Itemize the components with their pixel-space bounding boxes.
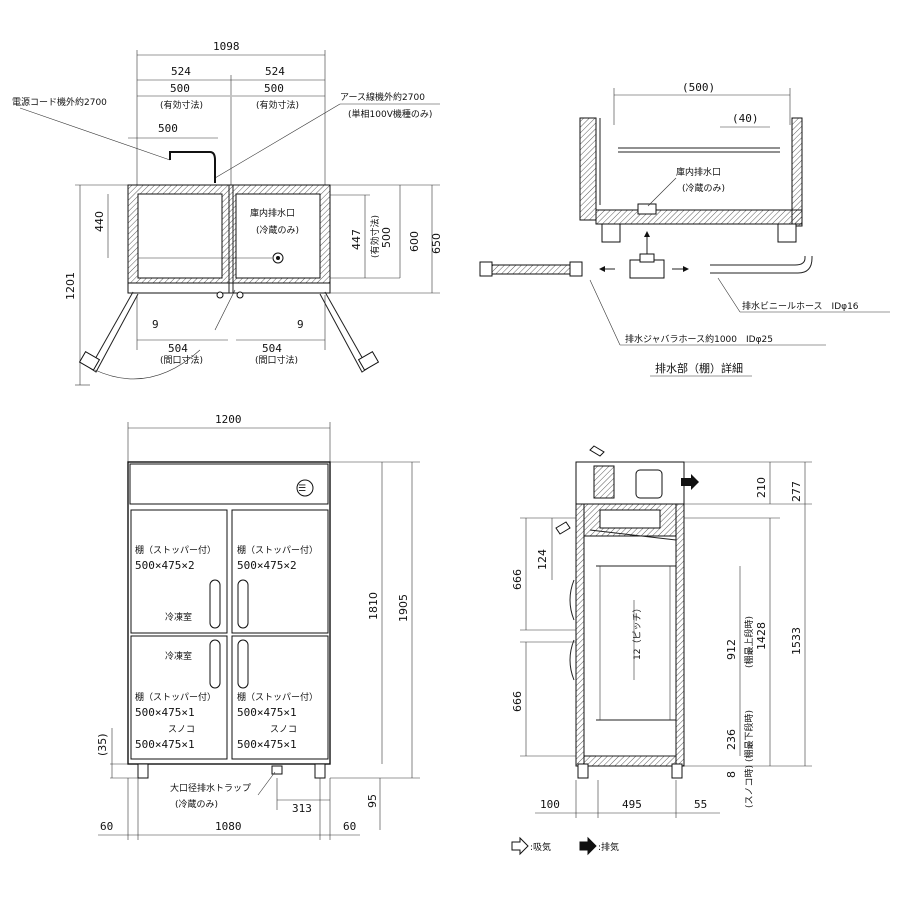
dim-40-paren: (40) xyxy=(732,112,759,125)
dim-left-500: 500 xyxy=(170,82,190,95)
sunoko-left-size: 500×475×1 xyxy=(135,738,195,751)
dim-55: 55 xyxy=(694,798,707,811)
dim-8: 8 xyxy=(725,771,738,778)
vinyl-hose-label: 排水ビニールホース IDφ16 xyxy=(742,300,859,312)
intake-arrow-icon xyxy=(511,836,529,856)
exhaust-arrow-icon xyxy=(579,836,597,856)
dim-95: 95 xyxy=(366,794,379,808)
dim-right-524: 524 xyxy=(265,65,285,78)
drain-detail-caption: 排水部（棚）詳細 xyxy=(655,361,743,375)
opening-right: (間口寸法) xyxy=(255,354,298,366)
dim-500-v: 500 xyxy=(380,227,393,248)
dim-313: 313 xyxy=(292,802,312,815)
earth-wire-label: アース線機外約2700 xyxy=(340,91,425,103)
dim-666-bot: 666 xyxy=(511,691,524,712)
sunoko-left: スノコ xyxy=(168,725,195,735)
dim-124: 124 xyxy=(536,549,549,570)
dim-440: 440 xyxy=(93,211,106,232)
dim-35: (35) xyxy=(96,733,109,756)
dim-9-left: 9 xyxy=(152,318,159,331)
side-view: 210 277 912 (棚最上段時) 1428 1533 236 (棚最下段時… xyxy=(511,445,812,818)
shelf-top-left-size: 500×475×2 xyxy=(135,559,195,572)
trap-note: (冷蔵のみ) xyxy=(175,798,218,810)
top-view: 1098 524 524 500 500 (有効寸法) (有効寸法) 500 電… xyxy=(12,40,443,386)
earth-note: (単相100V機種のみ) xyxy=(348,108,432,120)
dim-60-left: 60 xyxy=(100,820,113,833)
top-shelf-note: (棚最上段時) xyxy=(743,616,755,668)
eff-label-right: (有効寸法) xyxy=(256,99,299,111)
dim-504-right: 504 xyxy=(262,342,282,355)
freezer-label-upper: 冷凍室 xyxy=(165,611,192,623)
dim-1200: 1200 xyxy=(215,413,242,426)
drain-label: 庫内排水口 xyxy=(250,207,295,219)
dim-236: 236 xyxy=(725,729,738,750)
shelf-bot-left: 棚（ストッパー付） xyxy=(135,691,216,703)
drain-detail: (500) (40) 庫内排水口 (冷蔵のみ) 排水ビニールホース IDφ16 … xyxy=(479,81,890,377)
dim-60-right: 60 xyxy=(343,820,356,833)
legend-intake: :吸気 xyxy=(530,841,551,853)
bellows-hose-label: 排水ジャバラホース約1000 IDφ25 xyxy=(625,333,773,345)
freezer-label-lower: 冷凍室 xyxy=(165,650,192,662)
shelf-bot-right: 棚（ストッパー付） xyxy=(237,691,318,703)
trap-label: 大口径排水トラップ xyxy=(170,782,251,794)
sunoko-right: スノコ xyxy=(270,725,297,735)
dim-inner-500: 500 xyxy=(158,122,178,135)
dim-210: 210 xyxy=(755,477,768,498)
shelf-top-right: 棚（ストッパー付） xyxy=(237,544,318,556)
dim-912: 912 xyxy=(725,639,738,660)
dim-500-paren: (500) xyxy=(682,81,715,94)
dim-666-top: 666 xyxy=(511,569,524,590)
eff-vertical: (有効寸法) xyxy=(369,215,381,258)
dim-650: 650 xyxy=(430,233,443,254)
legend-exhaust: :排気 xyxy=(598,841,619,853)
dim-left-524: 524 xyxy=(171,65,191,78)
dim-1905: 1905 xyxy=(397,594,410,622)
pitch-label: 12（ピッチ） xyxy=(632,604,643,660)
dim-9-right: 9 xyxy=(297,318,304,331)
dim-1080: 1080 xyxy=(215,820,242,833)
front-view: 1200 ☰ 棚（ストッパー付） 500×475×2 棚（ストッパー付） 500… xyxy=(96,413,420,840)
dim-100: 100 xyxy=(540,798,560,811)
dim-total-1098: 1098 xyxy=(213,40,240,53)
shelf-bot-left-size: 500×475×1 xyxy=(135,706,195,719)
dim-1533: 1533 xyxy=(790,627,803,655)
bottom-shelf-note: (棚最下段時) xyxy=(743,710,755,762)
dim-600: 600 xyxy=(408,231,421,252)
shelf-bot-right-size: 500×475×1 xyxy=(237,706,297,719)
drain-note: (冷蔵のみ) xyxy=(256,224,299,236)
dim-1201: 1201 xyxy=(64,272,77,300)
dim-447: 447 xyxy=(350,229,363,250)
dim-1810: 1810 xyxy=(367,592,380,620)
opening-left: (間口寸法) xyxy=(160,354,203,366)
shelf-top-left: 棚（ストッパー付） xyxy=(135,544,216,556)
eff-label-left: (有効寸法) xyxy=(160,99,203,111)
svg-text:☰: ☰ xyxy=(298,484,306,494)
dim-277: 277 xyxy=(790,481,803,502)
sunoko-right-size: 500×475×1 xyxy=(237,738,297,751)
dim-right-500: 500 xyxy=(264,82,284,95)
shelf-top-right-size: 500×475×2 xyxy=(237,559,297,572)
dim-1428: 1428 xyxy=(755,622,768,650)
drain-detail-label: 庫内排水口 xyxy=(676,166,721,178)
power-cord-label: 電源コード機外約2700 xyxy=(12,96,107,108)
dim-504-left: 504 xyxy=(168,342,188,355)
drain-detail-note: (冷蔵のみ) xyxy=(682,182,725,194)
dim-495: 495 xyxy=(622,798,642,811)
sunoko-pos-note: (スノコ時) xyxy=(744,765,755,808)
legend: :吸気 :排気 xyxy=(511,836,619,856)
